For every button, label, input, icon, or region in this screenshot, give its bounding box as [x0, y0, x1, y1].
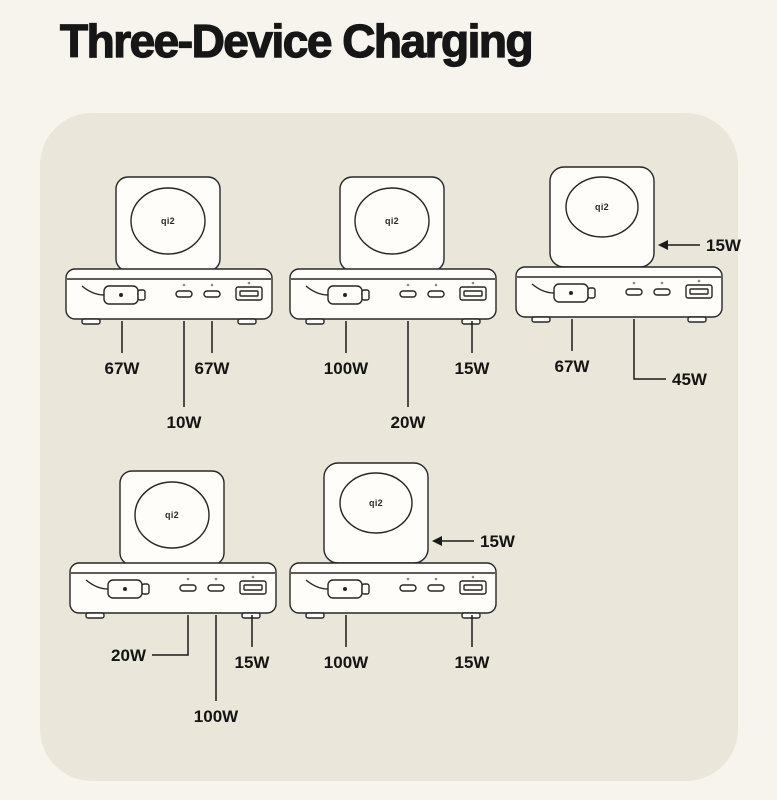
- wattage-label-cable: 67W: [105, 359, 141, 378]
- wattage-label-usbc-port-2: 100W: [194, 707, 239, 726]
- wattage-label-wireless-pad: 15W: [480, 532, 516, 551]
- device-illustration-1: 67W 67W 10W: [65, 176, 273, 432]
- arrowhead-icon: [658, 240, 668, 250]
- wattage-label-usbc-port-1: 10W: [167, 413, 203, 432]
- wattage-label-usba-port: 15W: [455, 359, 491, 378]
- charging-scenarios-panel: 67W 67W 10W 100W 15W 20W 15W 67W 45W: [40, 113, 742, 781]
- device-illustration-5: 15W 100W 15W: [289, 462, 516, 672]
- wattage-label-wireless-pad: 15W: [706, 236, 742, 255]
- device-scenario-3: 15W 67W 45W: [508, 165, 777, 435]
- wattage-label-usba-port: 15W: [455, 653, 491, 672]
- wattage-label-usbc-port-1: 20W: [391, 413, 427, 432]
- device-scenario-5: 15W 100W 15W: [282, 461, 552, 731]
- wattage-label-usbc-port-2: 67W: [195, 359, 231, 378]
- device-scenario-4: 20W 100W 15W: [62, 465, 292, 735]
- device-illustration-4: 20W 100W 15W: [69, 470, 277, 726]
- wattage-label-cable: 100W: [324, 359, 369, 378]
- device-scenario-1: 67W 67W 10W: [58, 171, 288, 441]
- wattage-label-cable: 100W: [324, 653, 369, 672]
- arrowhead-icon: [432, 536, 442, 546]
- pointer-line: [152, 615, 189, 656]
- device-illustration-2: 100W 15W 20W: [289, 176, 497, 432]
- device-illustration-3: 15W 67W 45W: [515, 166, 742, 389]
- wattage-label-cable: 67W: [555, 357, 591, 376]
- wattage-label-usbc-port-1: 20W: [111, 646, 147, 665]
- wattage-label-usbc-port-1: 45W: [672, 370, 708, 389]
- device-scenario-2: 100W 15W 20W: [282, 171, 512, 441]
- wattage-label-usba-port: 15W: [235, 653, 271, 672]
- pointer-line: [633, 319, 666, 380]
- page-title: Three-Device Charging: [59, 14, 534, 67]
